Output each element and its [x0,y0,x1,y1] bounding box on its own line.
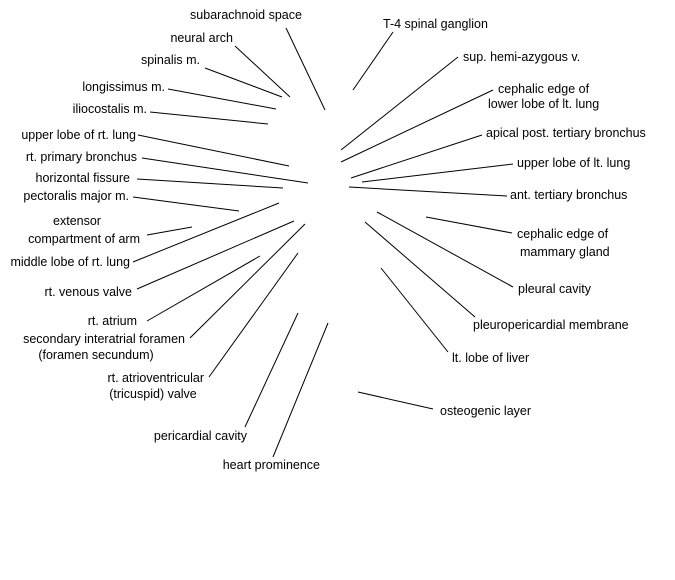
label-iliocostalis-m: iliocostalis m. [73,102,269,125]
label-text-rt-atrioventricular-valve: (tricuspid) valve [109,387,197,401]
label-text-t4-spinal-ganglion: T-4 spinal ganglion [383,17,488,31]
leader-line-iliocostalis-m [149,111,269,125]
leader-line-middle-lobe-rt-lung [132,202,280,263]
leader-line-subarachnoid-space [285,27,326,111]
label-text-subarachnoid-space: subarachnoid space [190,8,302,22]
label-upper-lobe-lt-lung: upper lobe of lt. lung [361,156,630,183]
label-text-sup-hemi-azygous-v: sup. hemi-azygous v. [463,50,580,64]
leader-line-neural-arch [234,45,291,98]
label-text-rt-atrioventricular-valve: rt. atrioventricular [107,371,204,385]
label-sup-hemi-azygous-v: sup. hemi-azygous v. [340,50,580,151]
leader-line-sup-hemi-azygous-v [340,56,459,151]
leader-line-extensor-compartment [146,226,193,236]
leader-line-spinalis-m [204,67,283,98]
leader-line-t4-spinal-ganglion [352,31,394,91]
label-t4-spinal-ganglion: T-4 spinal ganglion [352,17,488,91]
leader-line-lt-lobe-of-liver [380,267,449,353]
label-text-upper-lobe-rt-lung: upper lobe of rt. lung [21,128,136,142]
label-horizontal-fissure: horizontal fissure [36,171,284,189]
label-lt-lobe-of-liver: lt. lobe of liver [380,267,529,365]
leader-line-cephalic-edge-mammary-gland [425,216,513,234]
label-pectoralis-major-m: pectoralis major m. [23,189,240,212]
leader-line-pleural-cavity [376,211,514,288]
label-cephalic-edge-mammary-gland: cephalic edge of mammary gland [425,216,610,259]
label-text-rt-venous-valve: rt. venous valve [44,285,132,299]
label-upper-lobe-rt-lung: upper lobe of rt. lung [21,128,290,167]
label-text-lt-lobe-of-liver: lt. lobe of liver [452,351,529,365]
label-apical-post-tertiary-bronchus: apical post. tertiary bronchus [350,126,646,179]
leader-line-pleuropericardial-membrane [364,221,476,318]
leader-line-osteogenic-layer [357,391,434,410]
label-text-apical-post-tertiary-bronchus: apical post. tertiary bronchus [486,126,646,140]
label-text-middle-lobe-rt-lung: middle lobe of rt. lung [10,255,130,269]
leader-line-rt-atrioventricular-valve [208,252,299,378]
label-text-secondary-interatrial-foramen: (foramen secundum) [38,348,153,362]
leader-line-ant-tertiary-bronchus [348,186,508,197]
label-text-heart-prominence: heart prominence [223,458,320,472]
leader-line-rt-venous-valve [136,220,295,290]
label-heart-prominence: heart prominence [223,322,329,472]
label-rt-venous-valve: rt. venous valve [44,220,295,299]
label-text-extensor-compartment: compartment of arm [28,232,140,246]
label-text-extensor-compartment: extensor [53,214,101,228]
label-text-upper-lobe-lt-lung: upper lobe of lt. lung [517,156,630,170]
label-text-osteogenic-layer: osteogenic layer [440,404,531,418]
label-text-cephalic-edge-lower-lobe: lower lobe of lt. lung [488,97,599,111]
label-text-cephalic-edge-mammary-gland: mammary gland [520,245,610,259]
leader-line-upper-lobe-rt-lung [137,134,290,167]
leader-line-longissimus-m [167,88,277,110]
leader-line-pectoralis-major-m [132,196,240,212]
label-text-pleuropericardial-membrane: pleuropericardial membrane [473,318,629,332]
label-rt-atrium: rt. atrium [88,255,261,328]
label-spinalis-m: spinalis m. [141,53,283,98]
label-ant-tertiary-bronchus: ant. tertiary bronchus [348,186,627,202]
label-pleuropericardial-membrane: pleuropericardial membrane [364,221,629,332]
label-subarachnoid-space: subarachnoid space [190,8,326,111]
label-text-pleural-cavity: pleural cavity [518,282,592,296]
label-text-iliocostalis-m: iliocostalis m. [73,102,147,116]
leader-line-apical-post-tertiary-bronchus [350,134,483,179]
label-text-horizontal-fissure: horizontal fissure [36,171,131,185]
label-text-ant-tertiary-bronchus: ant. tertiary bronchus [510,188,627,202]
label-text-secondary-interatrial-foramen: secondary interatrial foramen [23,332,185,346]
label-pleural-cavity: pleural cavity [376,211,592,296]
leader-line-secondary-interatrial-foramen [189,223,306,339]
label-text-longissimus-m: longissimus m. [82,80,165,94]
label-extensor-compartment: extensor compartment of arm [28,214,193,246]
leader-line-horizontal-fissure [136,178,284,189]
leader-line-upper-lobe-lt-lung [361,163,514,183]
label-rt-primary-bronchus: rt. primary bronchus [26,150,309,184]
label-text-pectoralis-major-m: pectoralis major m. [23,189,129,203]
label-text-neural-arch: neural arch [170,31,233,45]
label-longissimus-m: longissimus m. [82,80,277,110]
label-osteogenic-layer: osteogenic layer [357,391,531,418]
label-neural-arch: neural arch [170,31,291,98]
label-rt-atrioventricular-valve: rt. atrioventricular (tricuspid) valve [107,252,299,401]
label-text-cephalic-edge-lower-lobe: cephalic edge of [498,82,590,96]
label-text-pericardial-cavity: pericardial cavity [154,429,248,443]
label-pericardial-cavity: pericardial cavity [154,312,299,443]
leader-line-pericardial-cavity [244,312,299,428]
leader-line-heart-prominence [272,322,329,458]
label-middle-lobe-rt-lung: middle lobe of rt. lung [10,202,280,269]
label-text-spinalis-m: spinalis m. [141,53,200,67]
label-text-cephalic-edge-mammary-gland: cephalic edge of [517,227,609,241]
leader-line-rt-primary-bronchus [141,157,309,184]
leader-line-cephalic-edge-lower-lobe [340,89,494,163]
leader-line-rt-atrium [146,255,261,322]
label-text-rt-atrium: rt. atrium [88,314,137,328]
label-secondary-interatrial-foramen: secondary interatrial foramen (foramen se… [23,223,306,362]
label-text-rt-primary-bronchus: rt. primary bronchus [26,150,137,164]
